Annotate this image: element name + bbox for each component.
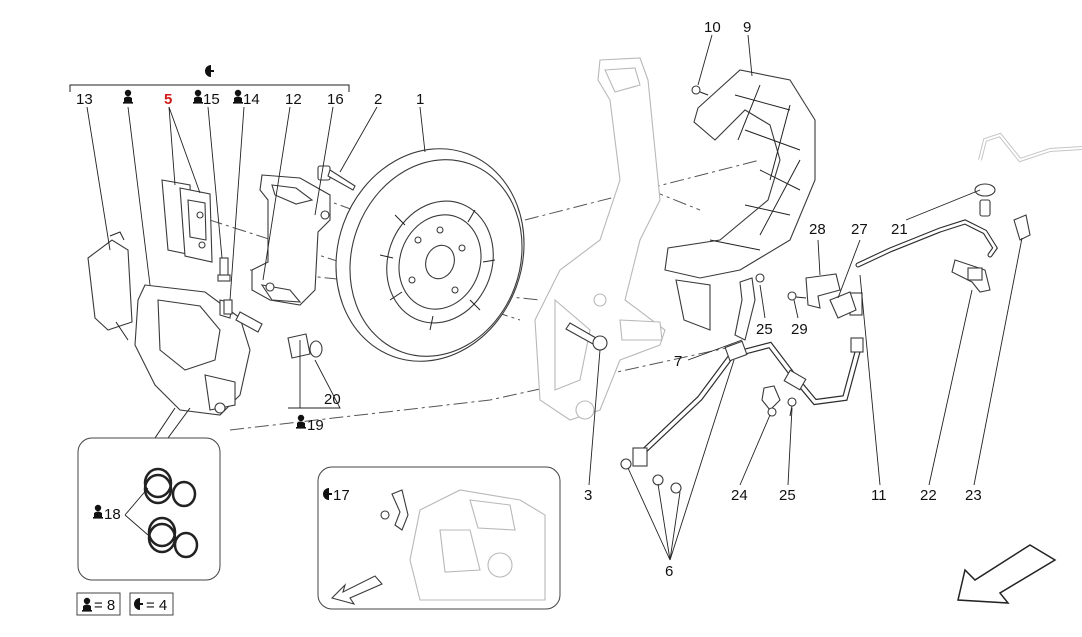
kit-icon bbox=[193, 89, 203, 104]
part-labels: 13 5 15 14 12 16 2 1 10 9 3 6 7 25 29 28… bbox=[76, 19, 982, 580]
label-25-lower: 25 bbox=[779, 487, 796, 504]
screw-25-lower bbox=[787, 397, 797, 417]
detail-inset: 17 bbox=[317, 466, 561, 610]
brake-pipe-21 bbox=[855, 132, 1082, 268]
guide-pins bbox=[235, 311, 323, 359]
orientation-arrow bbox=[957, 544, 1057, 604]
clip-28 bbox=[805, 273, 841, 309]
hose-clip-24 bbox=[761, 385, 781, 417]
label-20: 20 bbox=[324, 391, 341, 408]
bolt-29 bbox=[787, 291, 807, 301]
label-12: 12 bbox=[285, 91, 302, 108]
label-17: 17 bbox=[333, 487, 350, 504]
label-23: 23 bbox=[965, 487, 982, 504]
kit-icon bbox=[123, 89, 133, 104]
clip-27 bbox=[829, 291, 857, 319]
legend-kit-value: = 8 bbox=[94, 597, 115, 614]
label-19: 19 bbox=[307, 417, 324, 434]
label-25-upper: 25 bbox=[756, 321, 773, 338]
label-15: 15 bbox=[203, 91, 220, 108]
bracket-7 bbox=[734, 273, 765, 341]
label-18: 18 bbox=[104, 506, 121, 523]
label-9: 9 bbox=[743, 19, 751, 36]
label-3: 3 bbox=[584, 487, 592, 504]
brake-pads bbox=[161, 179, 213, 263]
label-6: 6 bbox=[665, 563, 673, 580]
bolt-2 bbox=[317, 165, 356, 191]
label-7: 7 bbox=[674, 353, 682, 370]
label-28: 28 bbox=[809, 221, 826, 238]
label-10: 10 bbox=[704, 19, 721, 36]
bolt-3 bbox=[565, 322, 608, 351]
clip-23 bbox=[1013, 214, 1031, 241]
label-1: 1 bbox=[416, 91, 424, 108]
label-14: 14 bbox=[243, 91, 260, 108]
screw-10 bbox=[691, 85, 709, 96]
kit-icon bbox=[296, 414, 306, 429]
label-29: 29 bbox=[791, 321, 808, 338]
seal-kit-inset: 18 bbox=[77, 407, 221, 581]
label-24: 24 bbox=[731, 487, 748, 504]
brake-caliper bbox=[134, 284, 251, 416]
pad-spring bbox=[87, 231, 133, 341]
legend: = 8 = 4 bbox=[76, 592, 174, 616]
sensor-22 bbox=[951, 259, 991, 293]
brake-hose bbox=[620, 292, 864, 494]
label-13: 13 bbox=[76, 91, 93, 108]
caliper-carrier bbox=[251, 174, 331, 306]
label-2: 2 bbox=[374, 91, 382, 108]
bleeder-screws bbox=[217, 257, 233, 315]
label-22: 22 bbox=[920, 487, 937, 504]
label-21: 21 bbox=[891, 221, 908, 238]
legend-torque-box bbox=[129, 592, 174, 616]
label-27: 27 bbox=[851, 221, 868, 238]
brake-disc bbox=[335, 148, 525, 362]
dust-shield bbox=[664, 69, 816, 331]
label-11: 11 bbox=[871, 487, 887, 504]
legend-torque-value: = 4 bbox=[146, 597, 167, 614]
torque-icon bbox=[205, 65, 214, 77]
label-5: 5 bbox=[164, 91, 172, 108]
kit-icon bbox=[233, 89, 243, 104]
torque-group-bracket bbox=[69, 65, 350, 92]
label-16: 16 bbox=[327, 91, 344, 108]
